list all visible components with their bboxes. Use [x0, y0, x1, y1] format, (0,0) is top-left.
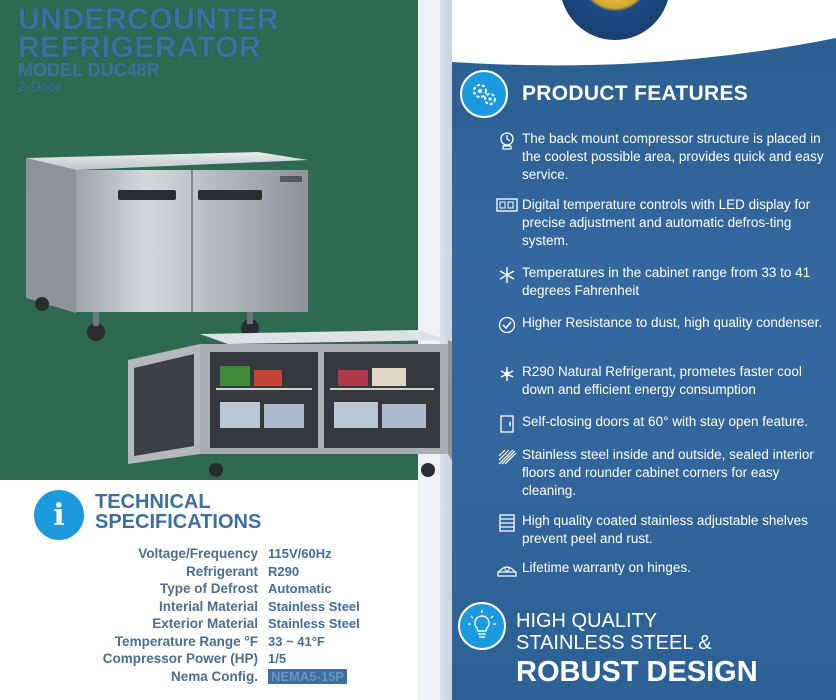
feature-item: The back mount compressor structure is p… — [492, 130, 832, 184]
spec-row: Nema Config. NEMA5-15P — [100, 668, 420, 686]
feature-text: Higher Resistance to dust, high quality … — [522, 315, 823, 330]
feature-text: Self-closing doors at 60° with stay open… — [522, 414, 809, 429]
feature-item: R290 Natural Refrigerant, prometes faste… — [492, 363, 832, 399]
title-line-2: REFRIGERATOR — [18, 31, 262, 64]
feature-item: High quality coated stainless adjustable… — [492, 512, 832, 548]
spec-row: Refrigerant R290 — [100, 563, 420, 581]
spec-label: Voltage/Frequency — [138, 546, 258, 562]
spec-value: 33 ~ 41°F — [268, 633, 325, 649]
feature-text: R290 Natural Refrigerant, prometes faste… — [522, 364, 802, 397]
spec-row: Voltage/Frequency 115V/60Hz — [100, 545, 420, 563]
spec-row: Exterior Material Stainless Steel — [100, 615, 420, 633]
feature-item: Temperatures in the cabinet range from 3… — [492, 264, 832, 300]
spec-label: Type of Defrost — [159, 581, 258, 597]
shelves-icon — [492, 512, 522, 532]
spec-label: Temperature Range °F — [114, 633, 258, 649]
warranty-icon — [492, 559, 522, 579]
feature-item: Stainless steel inside and outside, seal… — [492, 446, 832, 500]
snowflake-icon — [492, 264, 522, 284]
lightbulb-icon — [458, 602, 506, 650]
spec-value: Stainless Steel — [268, 598, 360, 614]
door-count: 2-Door — [18, 78, 61, 94]
features-panel — [452, 0, 836, 700]
feature-item: Self-closing doors at 60° with stay open… — [492, 413, 832, 433]
gears-icon — [460, 70, 508, 118]
spec-row: Interial Material Stainless Steel — [100, 598, 420, 616]
info-icon: i — [34, 490, 84, 540]
spec-row: Compressor Power (HP) 1/5 — [100, 650, 420, 668]
spec-value: 1/5 — [268, 651, 287, 667]
fridge-closed-image — [26, 152, 308, 341]
door-icon — [492, 413, 522, 433]
spec-label: Exterior Material — [152, 616, 258, 632]
spec-value: R290 — [268, 563, 300, 579]
info-glyph: i — [53, 497, 65, 533]
led-display-icon — [492, 196, 522, 216]
product-title-block: UNDERCOUNTER REFRIGERATOR MODEL DUC48R 2… — [18, 3, 279, 94]
stainless-steel-icon — [492, 446, 522, 466]
top-curve — [452, 0, 836, 66]
feature-text: Digital temperature controls with LED di… — [522, 197, 811, 248]
check-circle-icon — [492, 314, 522, 334]
tagline-line-3: ROBUST DESIGN — [516, 656, 758, 688]
tagline-line-2: STAINLESS STEEL & — [516, 632, 712, 654]
tagline-line-1: HIGH QUALITY — [516, 610, 658, 632]
spec-row: Temperature Range °F 33 ~ 41°F — [100, 633, 420, 651]
spec-value: Stainless Steel — [268, 616, 360, 632]
feature-text: High quality coated stainless adjustable… — [522, 513, 808, 546]
feature-item: Digital temperature controls with LED di… — [492, 196, 832, 250]
tech-title-line-2: SPECIFICATIONS — [95, 511, 262, 533]
fridge-open-image — [128, 330, 458, 477]
model-number: MODEL DUC48R — [18, 60, 160, 80]
spec-label: Compressor Power (HP) — [102, 651, 258, 667]
tech-title-line-1: TECHNICAL — [95, 491, 211, 513]
feature-text: Temperatures in the cabinet range from 3… — [522, 265, 811, 298]
spec-value: 115V/60Hz — [268, 546, 332, 562]
title-line-1: UNDERCOUNTER — [18, 3, 279, 36]
compressor-icon — [492, 130, 522, 150]
spec-label: Refrigerant — [185, 563, 258, 579]
tech-specs-title: TECHNICAL SPECIFICATIONS — [95, 492, 261, 532]
spec-label: Nema Config. — [170, 668, 258, 684]
spec-table: Voltage/Frequency 115V/60Hz Refrigerant … — [100, 545, 420, 685]
product-features-title: PRODUCT FEATURES — [522, 82, 749, 105]
feature-item: Lifetime warranty on hinges. — [492, 559, 832, 579]
spec-value: Automatic — [268, 581, 332, 597]
feature-text: Stainless steel inside and outside, seal… — [522, 447, 814, 498]
spec-row: Type of Defrost Automatic — [100, 580, 420, 598]
feature-text: Lifetime warranty on hinges. — [522, 560, 691, 575]
feature-text: The back mount compressor structure is p… — [522, 131, 824, 182]
spec-label: Interial Material — [158, 598, 258, 614]
spec-value: NEMA5-15P — [268, 668, 347, 684]
feature-item: Higher Resistance to dust, high quality … — [492, 314, 832, 334]
refrigerant-icon — [492, 363, 522, 383]
